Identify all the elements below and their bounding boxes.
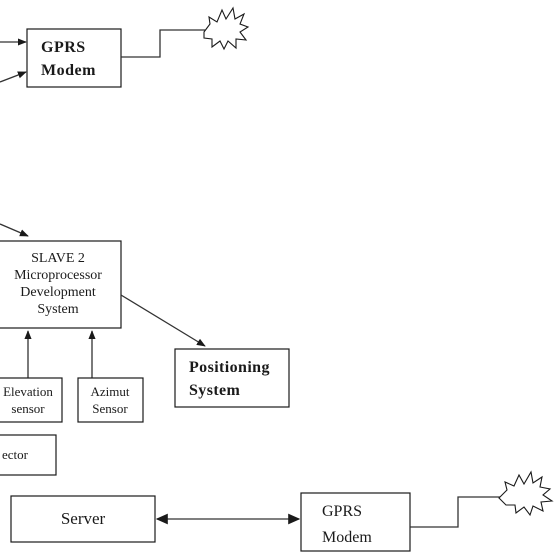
positioning-line2: System: [189, 382, 241, 399]
gprs-modem-top-line1: GPRS: [41, 39, 86, 56]
edge-left-to-gprs-top-2: [0, 71, 27, 83]
positioning-line1: Positioning: [189, 359, 270, 376]
gprs-modem-top-line2: Modem: [41, 62, 96, 79]
edge-gprs-bottom-to-antenna: [410, 496, 500, 528]
slave2-line2: Microprocessor: [14, 268, 102, 283]
azimut-line1: Azimut: [91, 384, 130, 399]
gprs-modem-bottom-line2: Modem: [322, 529, 372, 546]
slave2-line1: SLAVE 2: [31, 251, 85, 266]
detector-box: ector: [0, 434, 57, 476]
starburst-icon: [498, 470, 554, 517]
edge-left-to-slave2: [0, 223, 29, 237]
detector-label: ector: [2, 447, 29, 462]
elevation-sensor-box: Elevation sensor: [0, 377, 63, 423]
positioning-system-box: Positioning System: [174, 348, 290, 408]
edge-slave2-to-positioning: [120, 294, 206, 347]
gprs-modem-top-box: GPRS Modem: [26, 28, 122, 88]
gprs-modem-bottom-box: GPRS Modem: [300, 492, 411, 552]
azimut-line2: Sensor: [92, 401, 128, 416]
gprs-modem-bottom-line1: GPRS: [322, 503, 362, 520]
slave2-line3: Development: [20, 285, 96, 300]
elevation-line2: sensor: [11, 401, 45, 416]
slave2-line4: System: [37, 302, 78, 317]
elevation-line1: Elevation: [3, 384, 53, 399]
server-label: Server: [61, 509, 106, 528]
starburst-icon: [203, 6, 250, 51]
slave2-box: SLAVE 2 Microprocessor Development Syste…: [0, 240, 122, 329]
azimut-sensor-box: Azimut Sensor: [77, 377, 144, 423]
edge-gprs-top-to-antenna: [121, 29, 205, 58]
server-box: Server: [10, 495, 156, 543]
